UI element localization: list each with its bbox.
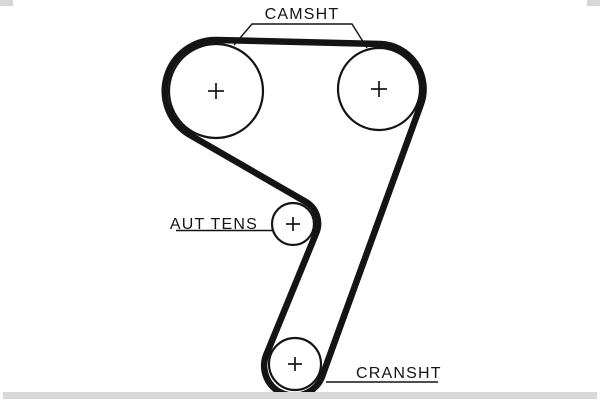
- center-cross-camshaft-left: [208, 83, 224, 99]
- scan-artifact-corner-top-right: [587, 0, 600, 6]
- camshaft-leader-line: [233, 23, 368, 49]
- scan-artifact-corner-top-left: [0, 0, 13, 6]
- center-cross-crankshaft: [288, 357, 302, 371]
- scan-artifact-bottom-bar: [3, 392, 597, 399]
- camshaft-label: CAMSHT: [265, 6, 340, 23]
- center-cross-tensioner: [286, 217, 300, 231]
- tensioner-label: AUT TENS: [170, 216, 258, 233]
- center-cross-camshaft-right: [371, 81, 387, 97]
- timing-belt-path: [161, 36, 427, 399]
- crankshaft-label: CRANSHT: [356, 365, 442, 382]
